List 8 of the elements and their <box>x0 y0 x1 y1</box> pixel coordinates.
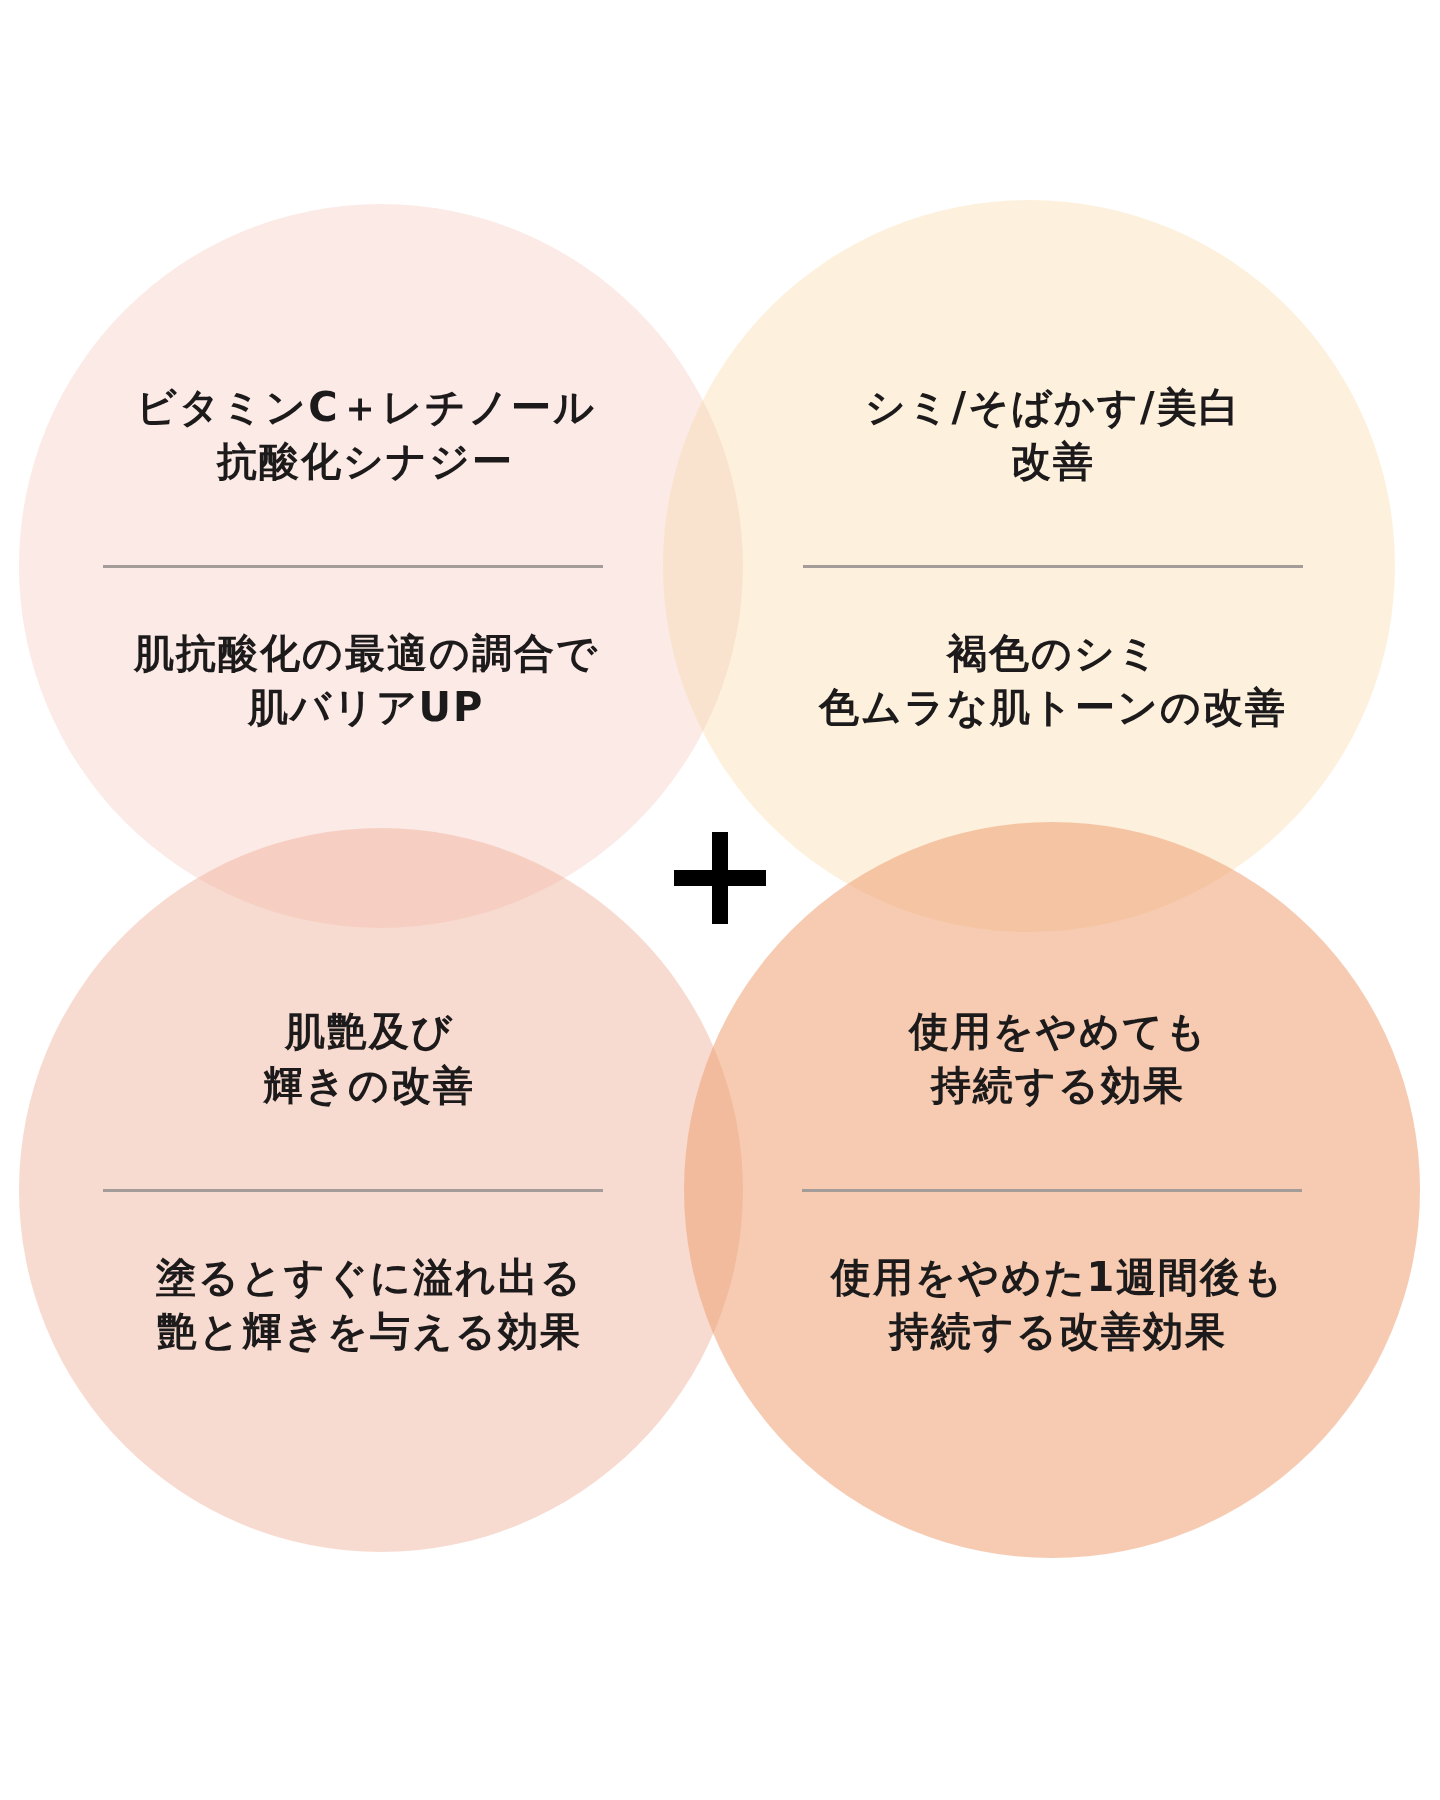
circle-heading: ビタミンC＋レチノール抗酸化シナジー <box>136 383 596 486</box>
circle-heading: 使用をやめても持続する効果 <box>908 1007 1208 1110</box>
circle-description: 使用をやめた1週間後も持続する改善効果 <box>830 1253 1286 1356</box>
circle-heading: シミ/そばかす/美白改善 <box>865 383 1241 486</box>
circle-description: 塗るとすぐに溢れ出る艶と輝きを与える効果 <box>155 1253 583 1356</box>
circle-description: 肌抗酸化の最適の調合で肌バリアUP <box>133 629 599 732</box>
circle-heading: 肌艶及び輝きの改善 <box>263 1007 475 1110</box>
circle-description: 褐色のシミ色ムラな肌トーンの改善 <box>819 629 1287 732</box>
